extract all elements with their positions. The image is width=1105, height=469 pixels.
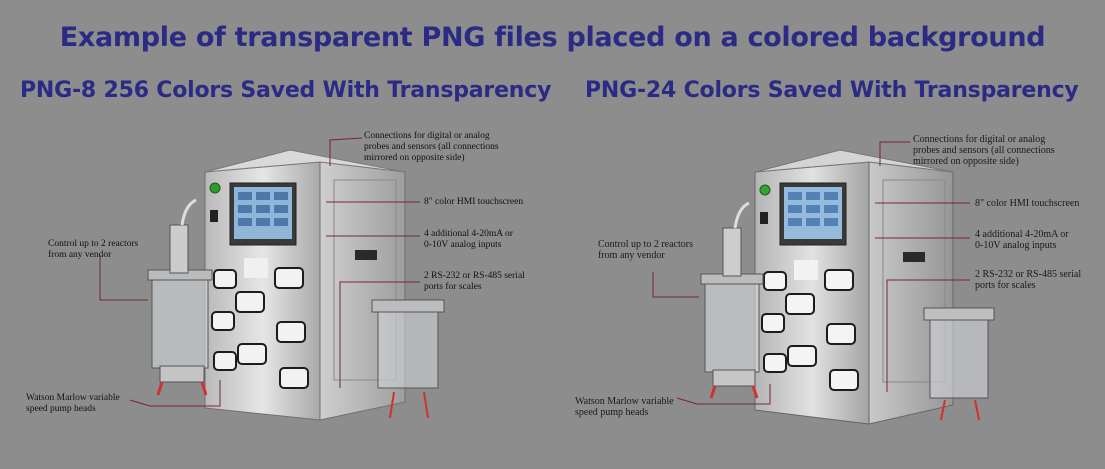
annotation-analog-png8: 4 additional 4-20mA or 0-10V analog inpu…	[424, 229, 513, 250]
panel-heading-png24: PNG-24 Colors Saved With Transparency	[585, 78, 1079, 103]
annotation-connections-png8: Connections for digital or analog probes…	[364, 131, 499, 163]
bioreactor-illustration-png8	[99, 137, 445, 421]
annotation-serial-png8: 2 RS-232 or RS-485 serial ports for scal…	[424, 271, 525, 292]
bioreactor-illustration-png24	[652, 141, 995, 425]
annotation-touchscreen-png24: 8" color HMI touchscreen	[975, 198, 1080, 209]
panel-heading-png8: PNG-8 256 Colors Saved With Transparency	[20, 78, 552, 103]
annotation-analog-png24: 4 additional 4-20mA or 0-10V analog inpu…	[975, 229, 1069, 251]
annotation-touchscreen-png8: 8" color HMI touchscreen	[424, 197, 524, 207]
annotation-pumps-png8: Watson Marlow variable speed pump heads	[26, 393, 120, 414]
annotation-pumps-png24: Watson Marlow variable speed pump heads	[575, 396, 674, 418]
annotation-control-png24: Control up to 2 reactors from any vendor	[598, 239, 693, 261]
annotation-serial-png24: 2 RS-232 or RS-485 serial ports for scal…	[975, 269, 1082, 291]
page-title: Example of transparent PNG files placed …	[59, 22, 1046, 53]
annotation-connections-png24: Connections for digital or analog probes…	[913, 134, 1055, 167]
annotation-control-png8: Control up to 2 reactors from any vendor	[48, 239, 139, 260]
